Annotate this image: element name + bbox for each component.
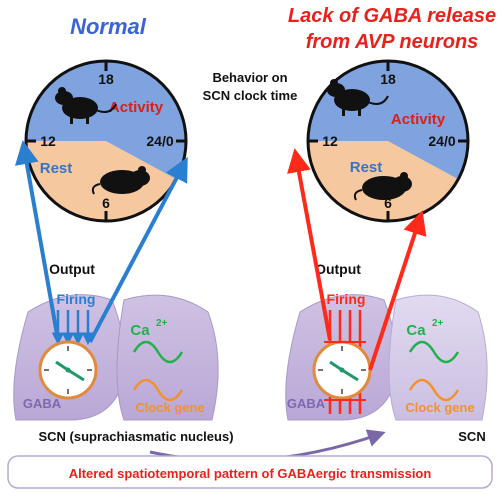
clock-left-tick-12: 12 <box>40 133 56 149</box>
scn-left-ca-label: Ca <box>130 322 150 339</box>
center-caption-line2: SCN clock time <box>203 88 298 103</box>
output-right-label: Output <box>315 261 361 277</box>
output-arrow-left-to-12 <box>14 140 60 341</box>
active-mouse-icon <box>55 87 117 124</box>
clock-right-rest-label: Rest <box>350 159 383 176</box>
output-arrow-right-to-rest <box>368 210 427 371</box>
clock-left-tick-6: 6 <box>102 195 110 211</box>
mutant-title-line1: Lack of GABA release <box>288 5 496 27</box>
scn-left-lobe-b <box>116 294 219 421</box>
scn-left-gaba-label: GABA <box>23 396 62 411</box>
clock-left-activity-label: Activity <box>109 99 164 116</box>
scn-full-label: SCN (suprachiasmatic nucleus) <box>38 429 233 444</box>
bottom-banner-text: Altered spatiotemporal pattern of GABAer… <box>69 466 432 481</box>
scn-left: Firing GABA Ca 2+ Clock gene <box>13 291 219 421</box>
clock-gene-wave-icon <box>408 378 460 402</box>
clock-left: 18 12 24/0 6 Activity Rest <box>24 59 188 223</box>
scn-left-clock-gene-label: Clock gene <box>135 400 204 415</box>
clock-left-tick-18: 18 <box>98 71 114 87</box>
normal-title: Normal <box>70 14 147 39</box>
clock-right-tick-6: 6 <box>384 195 392 211</box>
mutant-title-line2: from AVP neurons <box>306 31 479 53</box>
clock-right-tick-12: 12 <box>322 133 338 149</box>
clock-left-tick-24: 24/0 <box>146 133 173 149</box>
resting-mouse-icon <box>353 172 412 201</box>
output-arrow-left-to-24 <box>88 156 188 343</box>
clock-right-tick-24: 24/0 <box>428 133 455 149</box>
clock-right-activity-label: Activity <box>391 111 446 128</box>
output-left-label: Output <box>49 261 95 277</box>
scn-right-clock-gene-label: Clock gene <box>405 400 474 415</box>
center-caption-line1: Behavior on <box>212 70 287 85</box>
ca-wave-icon <box>408 340 460 364</box>
scn-right-ca-superscript: 2+ <box>432 318 444 329</box>
neuron-clock-icon <box>38 340 98 400</box>
scn-left-firing-label: Firing <box>57 291 96 307</box>
output-arrow-right-to-12 <box>287 148 332 341</box>
scn-right-ca-label: Ca <box>406 322 426 339</box>
scn-right-firing-label: Firing <box>327 291 366 307</box>
ca-wave-icon <box>132 340 184 364</box>
neuron-clock-icon <box>312 340 372 400</box>
active-mouse-icon <box>327 79 389 116</box>
bottom-banner <box>7 455 493 489</box>
scn-short-label: SCN <box>458 429 485 444</box>
resting-mouse-icon <box>91 166 150 195</box>
clock-right-tick-18: 18 <box>380 71 396 87</box>
clock-right: 18 12 24/0 6 Activity Rest <box>306 59 470 223</box>
clock-gene-wave-icon <box>132 378 184 402</box>
scn-right-gaba-label: GABA <box>287 396 326 411</box>
clock-left-rest-label: Rest <box>40 160 73 177</box>
scn-left-ca-superscript: 2+ <box>156 318 168 329</box>
scn-right: Firing GABA Ca 2+ Clock gene <box>285 291 488 421</box>
